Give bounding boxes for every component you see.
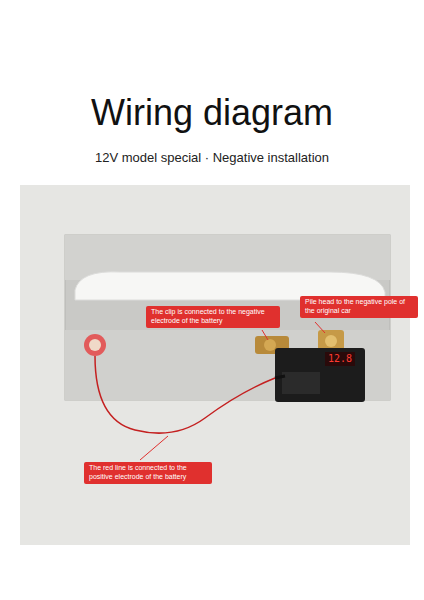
callout-text: The clip is connected to the negative el…: [151, 308, 275, 326]
callout-box: The red line is connected to the positiv…: [84, 462, 212, 484]
display-reading: 12.8: [325, 353, 355, 365]
title: Wiring diagram: [0, 92, 424, 134]
callout-box: Pile head to the negative pole of the or…: [300, 296, 418, 318]
callout-text: Pile head to the negative pole of the or…: [305, 298, 413, 316]
callout-box: The clip is connected to the negative el…: [146, 306, 280, 328]
callout-text: The red line is connected to the positiv…: [89, 464, 207, 482]
subtitle: 12V model special · Negative installatio…: [0, 150, 424, 165]
